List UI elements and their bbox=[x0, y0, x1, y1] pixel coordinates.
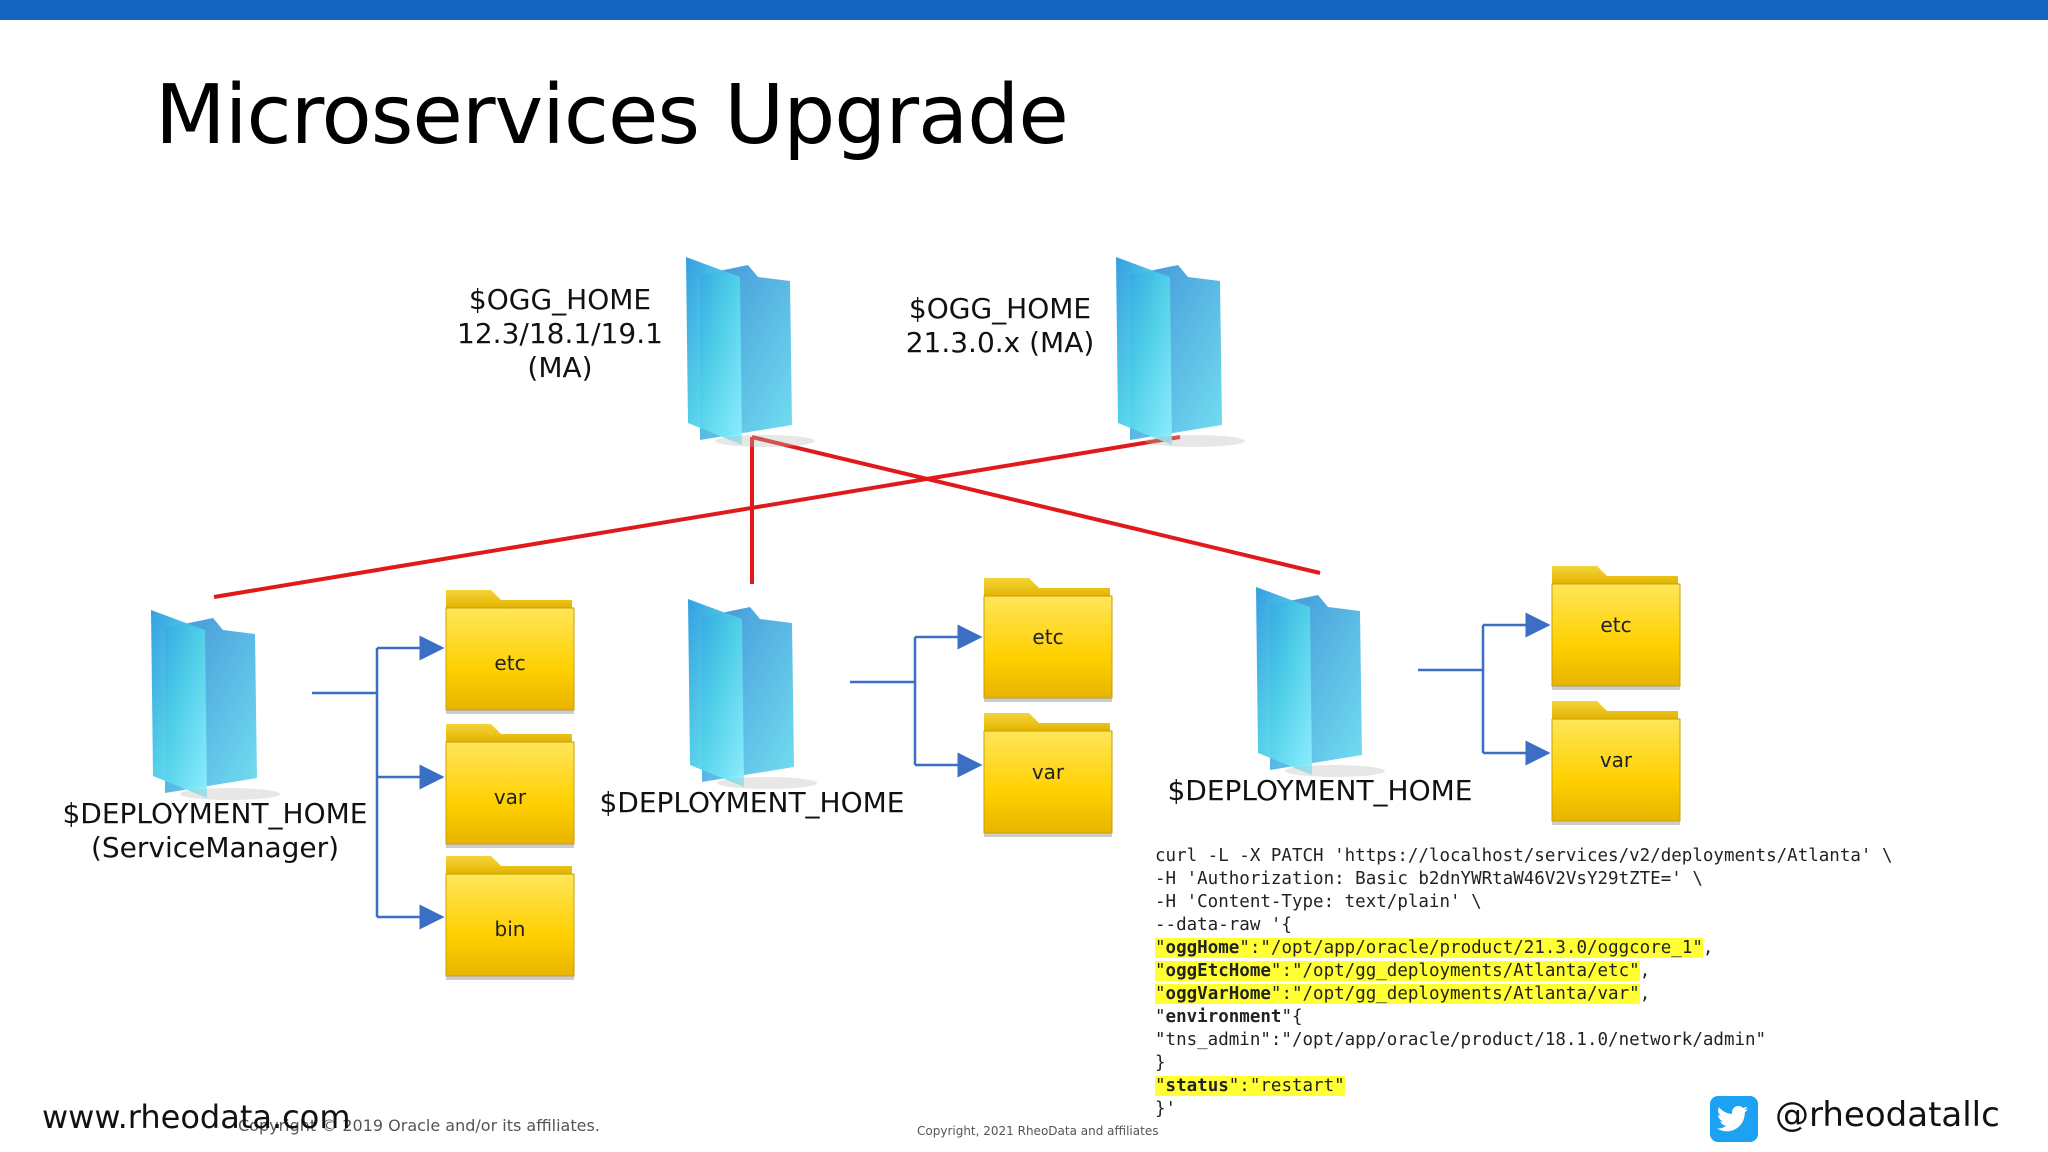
top-accent-bar bbox=[0, 0, 2048, 20]
service-manager-folder-icon bbox=[151, 610, 280, 800]
dep3-line1: $DEPLOYMENT_HOME bbox=[1167, 774, 1473, 807]
folder-label: var bbox=[1600, 748, 1633, 772]
curl-code-block: curl -L -X PATCH 'https://localhost/serv… bbox=[1155, 845, 1893, 1121]
code-line-oggvarhome: "oggVarHome":"/opt/gg_deployments/Atlant… bbox=[1155, 984, 1651, 1004]
red-line-new-home-to-sm bbox=[213, 435, 1181, 599]
folder-label: etc bbox=[1032, 625, 1063, 649]
code-line: } bbox=[1155, 1053, 1166, 1073]
old-ogg-home-label: $OGG_HOME 12.3/18.1/19.1 (MA) bbox=[440, 283, 680, 385]
sm-line2: (ServiceManager) bbox=[90, 831, 340, 864]
folder-label: var bbox=[1032, 760, 1065, 784]
old-home-line1: $OGG_HOME bbox=[468, 283, 652, 316]
folder-label: etc bbox=[1600, 613, 1631, 637]
folder-dep2-etc: etc bbox=[983, 578, 1113, 702]
folder-dep3-var: var bbox=[1551, 701, 1681, 825]
website-link[interactable]: www.rheodata.com bbox=[42, 1098, 351, 1136]
code-line: -H 'Authorization: Basic b2dnYWRtaW46V2V… bbox=[1155, 869, 1703, 889]
twitter-icon[interactable] bbox=[1710, 1096, 1758, 1142]
code-line: --data-raw '{ bbox=[1155, 915, 1292, 935]
code-line: -H 'Content-Type: text/plain' \ bbox=[1155, 892, 1482, 912]
rheodata-copyright: Copyright, 2021 RheoData and affiliates bbox=[917, 1124, 1159, 1138]
folder-dep2-var: var bbox=[983, 713, 1113, 837]
folder-sm-var: var bbox=[445, 724, 575, 848]
sm-line1: $DEPLOYMENT_HOME bbox=[62, 797, 368, 830]
folder-dep3-etc: etc bbox=[1551, 566, 1681, 690]
folder-sm-bin: bin bbox=[445, 856, 575, 980]
deployment-3-folder-icon bbox=[1256, 587, 1385, 777]
new-ogg-home-label: $OGG_HOME 21.3.0.x (MA) bbox=[880, 292, 1120, 360]
code-line-oggetchome: "oggEtcHome":"/opt/gg_deployments/Atlant… bbox=[1155, 961, 1651, 981]
upgrade-lines bbox=[213, 435, 1321, 599]
code-line: curl -L -X PATCH 'https://localhost/serv… bbox=[1155, 846, 1893, 866]
new-home-line2: 21.3.0.x (MA) bbox=[905, 326, 1095, 359]
oracle-copyright: Copyright © 2019 Oracle and/or its affil… bbox=[238, 1116, 600, 1135]
new-home-line1: $OGG_HOME bbox=[908, 292, 1092, 325]
folder-label: etc bbox=[494, 651, 525, 675]
new-ogg-home-folder-icon bbox=[1116, 257, 1245, 447]
dep3-arrows bbox=[1418, 612, 1551, 766]
dep2-arrows bbox=[850, 624, 983, 778]
code-line: "tns_admin":"/opt/app/oracle/product/18.… bbox=[1155, 1030, 1767, 1050]
code-line-status: "status":"restart" bbox=[1155, 1076, 1345, 1096]
twitter-handle[interactable]: @rheodatallc bbox=[1775, 1095, 2000, 1135]
slide-title: Microservices Upgrade bbox=[155, 68, 1069, 163]
folder-label: var bbox=[494, 785, 527, 809]
red-line-old-home-to-dep3 bbox=[751, 435, 1321, 575]
code-line-ogghome: "oggHome":"/opt/app/oracle/product/21.3.… bbox=[1155, 938, 1714, 958]
sm-arrows bbox=[312, 635, 445, 930]
service-manager-label: $DEPLOYMENT_HOME (ServiceManager) bbox=[55, 797, 375, 865]
deployment-2-label: $DEPLOYMENT_HOME bbox=[592, 786, 912, 820]
folder-sm-etc: etc bbox=[445, 590, 575, 714]
code-line: }' bbox=[1155, 1099, 1177, 1119]
old-home-line3: (MA) bbox=[527, 351, 593, 384]
deployment-3-label: $DEPLOYMENT_HOME bbox=[1160, 774, 1480, 808]
deployment-2-folder-icon bbox=[688, 599, 817, 789]
old-ogg-home-folder-icon bbox=[686, 257, 815, 447]
dep2-line1: $DEPLOYMENT_HOME bbox=[599, 786, 905, 819]
folder-label: bin bbox=[495, 917, 526, 941]
old-home-line2: 12.3/18.1/19.1 bbox=[457, 317, 663, 350]
code-line-environment: "environment"{ bbox=[1155, 1007, 1303, 1027]
